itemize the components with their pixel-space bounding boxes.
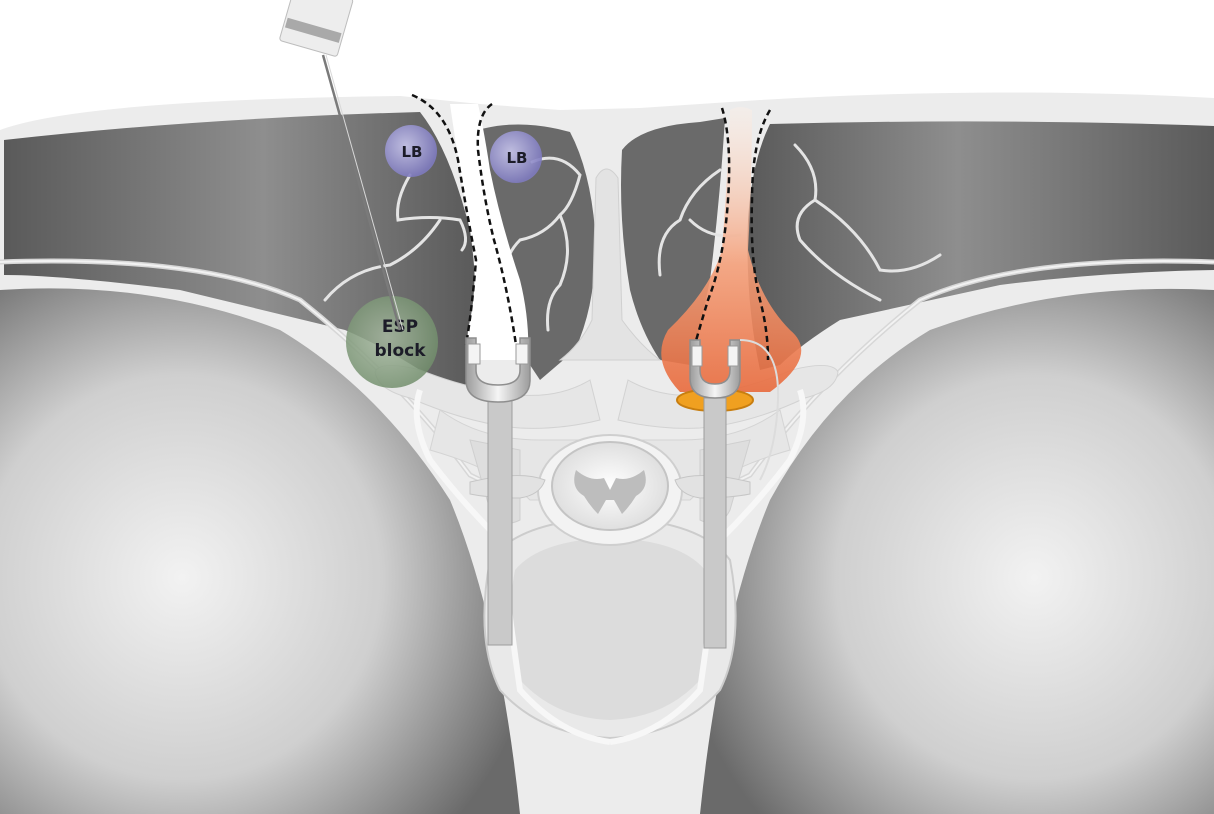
esp-label-line2: block [374,341,426,361]
lb-marker-left: LB [385,125,437,177]
lb-label-right: LB [507,149,528,167]
lb-marker-right: LB [490,131,542,183]
vertebral-body-inner [510,538,711,720]
lb-label-left: LB [402,143,423,161]
spinal-cord [552,442,668,530]
esp-block-marker: ESP block [346,296,438,388]
